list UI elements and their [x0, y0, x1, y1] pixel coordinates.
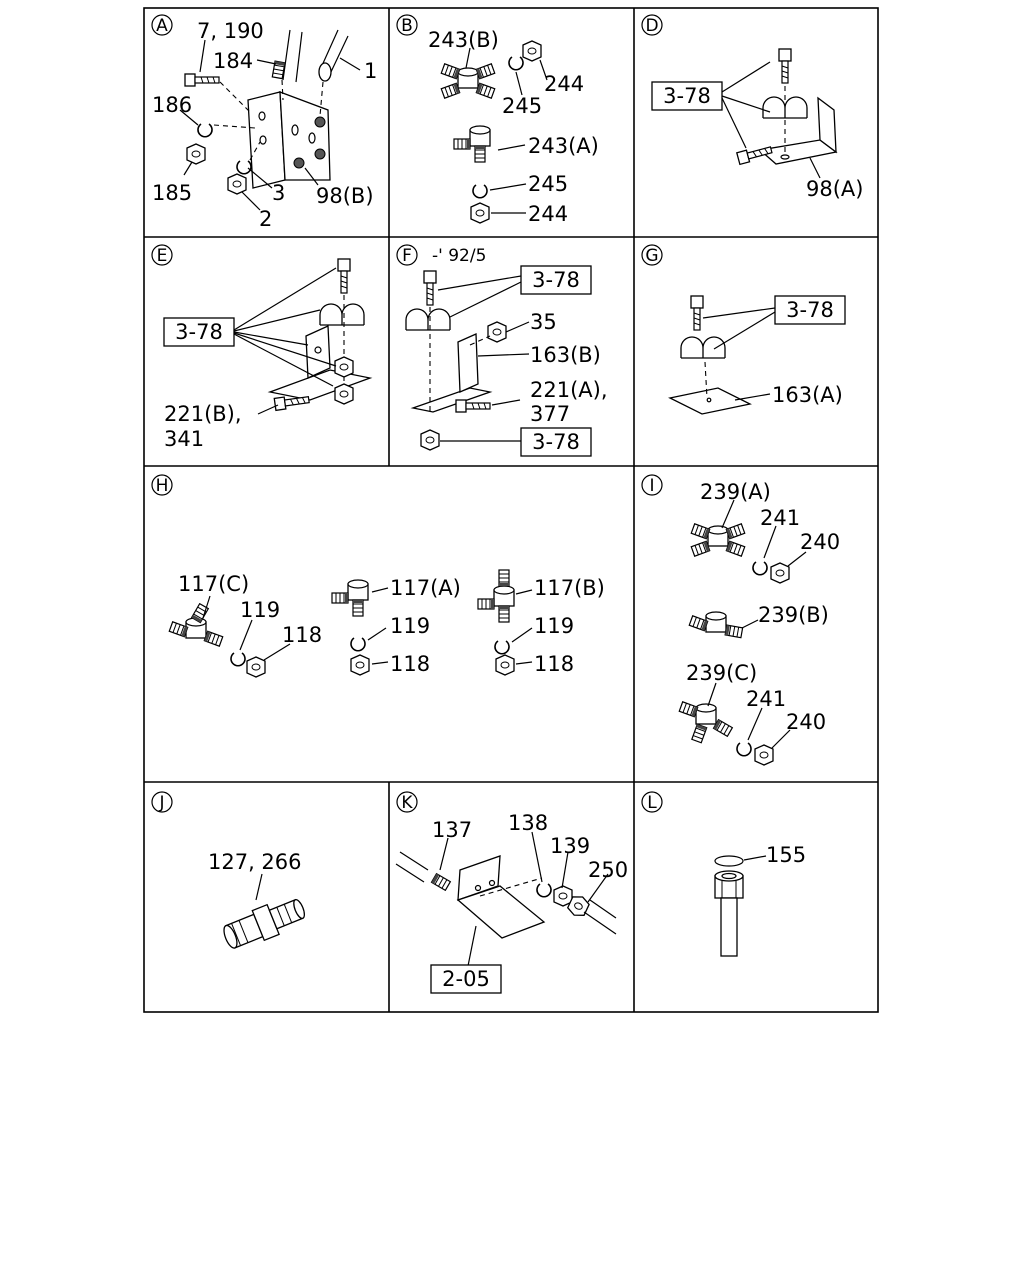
label-h-2: 119 [240, 598, 280, 622]
panel-a-marker [151, 14, 173, 36]
panel-d-marker [641, 14, 663, 36]
label-h-5: 119 [390, 614, 430, 638]
label-a-7: 2 [259, 207, 272, 231]
panel-i-letter: I [649, 476, 654, 496]
label-e-2: 221(B), [164, 402, 242, 426]
panel-l: L 155 [641, 791, 806, 957]
panel-f: F -' 92/5 3-78 35 163(B) 221(A), 377 3-7… [396, 244, 608, 457]
label-h-9: 118 [534, 652, 574, 676]
panel-i: I 239(A) 241 240 239(B) [641, 474, 840, 766]
panel-f-note: -' 92/5 [432, 246, 486, 266]
panel-g: G 3-78 163(A) [641, 244, 846, 415]
panel-k-letter: K [401, 793, 413, 813]
label-k-2: 138 [508, 811, 548, 835]
grid-frame [143, 7, 879, 1013]
panel-g-marker [641, 244, 663, 266]
panel-l-marker [641, 791, 663, 813]
panel-j-marker [151, 791, 173, 813]
panel-h-marker [151, 474, 173, 496]
label-i-2: 241 [760, 506, 800, 530]
label-h-6: 118 [390, 652, 430, 676]
label-h-4: 117(A) [390, 576, 461, 600]
label-h-8: 119 [534, 614, 574, 638]
panel-b-marker [396, 14, 418, 36]
panel-f-marker [396, 244, 418, 266]
panel-k: K 137 138 139 250 2-05 [395, 791, 628, 994]
label-i-5: 239(C) [686, 661, 757, 685]
label-k-4: 250 [588, 858, 628, 882]
label-d-1: 3-78 [663, 84, 711, 108]
label-b-5: 245 [528, 172, 568, 196]
ref-box-g[interactable] [774, 295, 846, 325]
label-g-1: 3-78 [786, 298, 834, 322]
label-i-7: 240 [786, 710, 826, 734]
label-e-1: 3-78 [175, 320, 223, 344]
label-i-1: 239(A) [700, 480, 771, 504]
label-d-2: 98(A) [806, 177, 863, 201]
label-a-8: 98(B) [316, 184, 374, 208]
label-a-2: 184 [213, 49, 253, 73]
label-b-6: 244 [528, 202, 568, 226]
panel-j-letter: J [158, 793, 164, 813]
label-a-3: 1 [364, 59, 377, 83]
label-f-1: 3-78 [532, 268, 580, 292]
panel-l-letter: L [647, 793, 657, 813]
ref-box-d[interactable] [651, 81, 723, 111]
panel-f-letter: F [402, 246, 412, 266]
label-f-2: 35 [530, 310, 557, 334]
panel-j: J 127, 266 [151, 791, 306, 949]
label-a-4: 186 [152, 93, 192, 117]
panel-k-marker [396, 791, 418, 813]
panel-d: D 3-78 98(A) [641, 14, 863, 201]
panel-g-letter: G [645, 246, 658, 266]
label-e-3: 341 [164, 427, 204, 451]
label-k-1: 137 [432, 818, 472, 842]
label-h-1: 117(C) [178, 572, 249, 596]
label-a-5: 185 [152, 181, 192, 205]
label-k-3: 139 [550, 834, 590, 858]
label-i-4: 239(B) [758, 603, 829, 627]
panel-a: A 7, 190 184 [151, 14, 377, 231]
panel-d-letter: D [645, 16, 658, 36]
label-b-4: 243(A) [528, 134, 599, 158]
label-f-5: 377 [530, 402, 570, 426]
label-g-2: 163(A) [772, 383, 843, 407]
panel-b-letter: B [401, 16, 413, 36]
label-h-3: 118 [282, 623, 322, 647]
ref-box-k[interactable] [430, 964, 502, 994]
panel-i-marker [641, 474, 663, 496]
label-a-6: 3 [272, 181, 285, 205]
ref-box-f-bottom[interactable] [520, 427, 592, 457]
label-f-4: 221(A), [530, 378, 608, 402]
panel-b: B 243(B) 244 245 243(A) 245 244 [396, 14, 599, 226]
panel-e: E 3-78 221(B), 341 [151, 244, 373, 451]
label-f-6: 3-78 [532, 430, 580, 454]
label-b-2: 244 [544, 72, 584, 96]
ref-box-f-top[interactable] [520, 265, 592, 295]
label-j-1: 127, 266 [208, 850, 302, 874]
label-i-3: 240 [800, 530, 840, 554]
label-h-7: 117(B) [534, 576, 605, 600]
label-l-1: 155 [766, 843, 806, 867]
panel-e-letter: E [157, 246, 168, 266]
panel-h-letter: H [156, 476, 169, 496]
panel-h: H 117(C) 119 118 117(A) 119 118 [151, 474, 605, 678]
label-b-3: 245 [502, 94, 542, 118]
panel-a-letter: A [156, 16, 168, 36]
label-b-1: 243(B) [428, 28, 499, 52]
label-a-1: 7, 190 [197, 19, 264, 43]
label-i-6: 241 [746, 687, 786, 711]
label-k-5: 2-05 [442, 967, 490, 991]
panel-e-marker [151, 244, 173, 266]
label-f-3: 163(B) [530, 343, 601, 367]
